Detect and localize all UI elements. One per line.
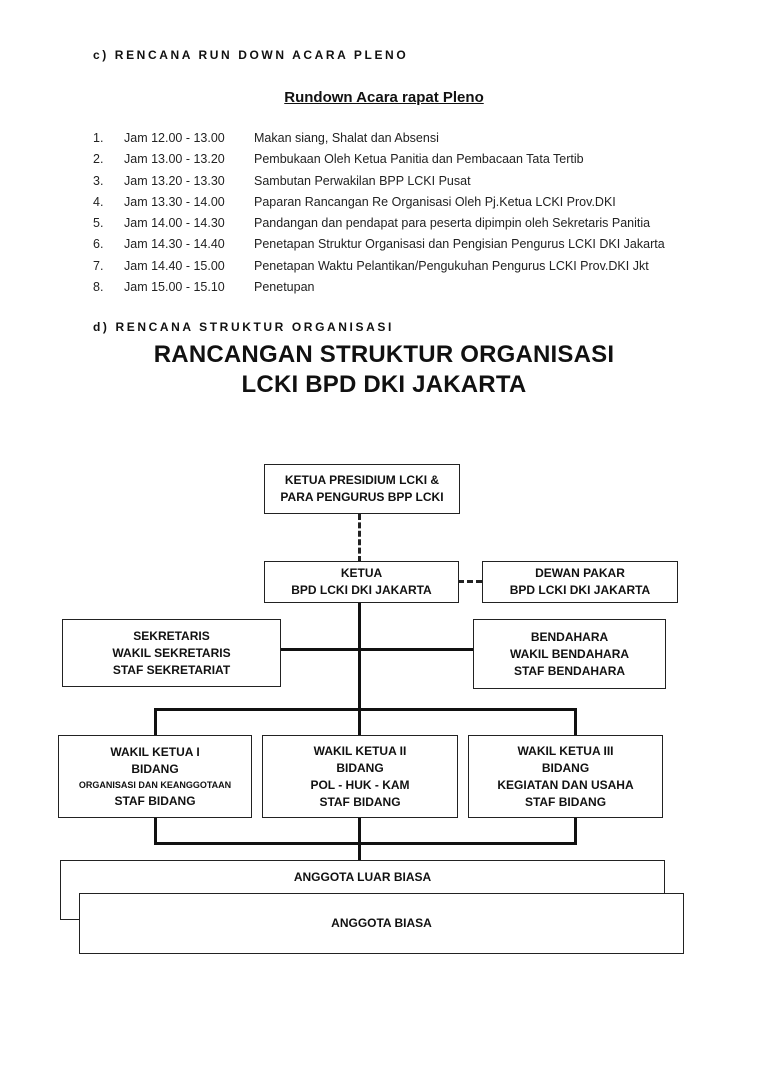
rundown-item-number: 8. [93, 280, 104, 295]
wakil-ketua-3-box: WAKIL KETUA III BIDANG KEGIATAN DAN USAH… [468, 735, 663, 818]
wakil-ketua-3-line: WAKIL KETUA III [517, 743, 614, 758]
rundown-item-time: Jam 13.00 - 13.20 [124, 152, 225, 167]
anggota-luar-biasa-label: ANGGOTA LUAR BIASA [293, 870, 432, 884]
main-vertical-connector [358, 602, 361, 862]
rundown-item: 7. Jam 14.40 - 15.00 Penetapan Waktu Pel… [93, 258, 733, 279]
rundown-item: 4. Jam 13.30 - 14.00 Paparan Rancangan R… [93, 194, 733, 215]
rundown-item-time: Jam 13.20 - 13.30 [124, 173, 225, 188]
rundown-title: Rundown Acara rapat Pleno [284, 89, 484, 106]
rundown-item-activity: Pandangan dan pendapat para peserta dipi… [254, 216, 651, 231]
presidium-ketua-dashed-connector [358, 514, 361, 562]
structure-section-heading: d) RENCANA STRUKTUR ORGANISASI [93, 320, 394, 334]
bendahara-box: BENDAHARA WAKIL BENDAHARA STAF BENDAHARA [473, 619, 666, 689]
wakil1-bottom-connector [154, 816, 157, 844]
wakil-ketua-1-line: ORGANISASI DAN KEANGGOTAAN [78, 779, 232, 790]
rundown-item: 6. Jam 14.30 - 14.40 Penetapan Struktur … [93, 236, 733, 257]
wakil-ketua-2-line: WAKIL KETUA II [313, 743, 407, 758]
wakil-ketua-1-box: WAKIL KETUA I BIDANG ORGANISASI DAN KEAN… [58, 735, 252, 818]
wakil-ketua-3-line: BIDANG [541, 760, 590, 775]
rundown-item-number: 1. [93, 131, 104, 145]
rundown-item-number: 2. [93, 152, 104, 167]
rundown-item-number: 3. [93, 173, 104, 188]
rundown-item-time: Jam 15.00 - 15.10 [124, 280, 225, 295]
rundown-item-time: Jam 13.30 - 14.00 [124, 194, 225, 209]
wakil1-top-connector [154, 708, 157, 737]
rundown-item-activity: Paparan Rancangan Re Organisasi Oleh Pj.… [254, 194, 616, 209]
wakil3-top-connector [574, 708, 577, 737]
rundown-item-time: Jam 12.00 - 13.00 [124, 131, 225, 145]
wakil-ketua-1-line: BIDANG [131, 761, 179, 776]
wakil-ketua-2-line: BIDANG [336, 760, 384, 775]
ketua-dewan-dashed-connector [458, 580, 482, 583]
ketua-line: BPD LCKI DKI JAKARTA [291, 583, 432, 597]
sekretaris-box: SEKRETARIS WAKIL SEKRETARIS STAF SEKRETA… [62, 619, 281, 687]
wakil-ketua-2-box: WAKIL KETUA II BIDANG POL - HUK - KAM ST… [262, 735, 458, 818]
structure-title-line1: RANCANGAN STRUKTUR ORGANISASI [153, 341, 615, 368]
dewan-pakar-line: DEWAN PAKAR [535, 566, 625, 580]
rundown-item: 2. Jam 13.00 - 13.20 Pembukaan Oleh Ketu… [93, 151, 733, 172]
wakil-ketua-1-line: WAKIL KETUA I [110, 744, 200, 759]
sekretaris-line: SEKRETARIS [133, 628, 210, 643]
rundown-item-time: Jam 14.40 - 15.00 [124, 258, 225, 273]
bendahara-line: STAF BENDAHARA [513, 663, 626, 678]
rundown-item-number: 4. [93, 194, 104, 209]
rundown-item-activity: Sambutan Perwakilan BPP LCKI Pusat [254, 173, 471, 188]
wakil-ketua-3-line: STAF BIDANG [524, 794, 607, 809]
rundown-item-activity: Penetapan Waktu Pelantikan/Pengukuhan Pe… [254, 258, 649, 273]
presidium-line: PARA PENGURUS BPP LCKI [280, 490, 444, 504]
rundown-item-number: 5. [93, 216, 104, 231]
rundown-list: 1. Jam 12.00 - 13.00 Makan siang, Shalat… [93, 130, 733, 300]
presidium-box: KETUA PRESIDIUM LCKI & PARA PENGURUS BPP… [264, 464, 460, 514]
dewan-pakar-box: DEWAN PAKAR BPD LCKI DKI JAKARTA [482, 561, 678, 603]
rundown-item: 3. Jam 13.20 - 13.30 Sambutan Perwakilan… [93, 173, 733, 194]
rundown-item: 5. Jam 14.00 - 14.30 Pandangan dan penda… [93, 215, 733, 236]
rundown-item-activity: Makan siang, Shalat dan Absensi [254, 131, 439, 145]
anggota-biasa-label: ANGGOTA BIASA [331, 916, 432, 930]
bendahara-line: WAKIL BENDAHARA [509, 646, 630, 661]
sekretaris-line: WAKIL SEKRETARIS [112, 645, 231, 660]
structure-title-line2: LCKI BPD DKI JAKARTA [241, 371, 527, 398]
sekretaris-line: STAF SEKRETARIAT [112, 662, 231, 677]
rundown-item-activity: Penetupan [254, 280, 315, 295]
ketua-box: KETUA BPD LCKI DKI JAKARTA [264, 561, 459, 603]
rundown-item-time: Jam 14.00 - 14.30 [124, 216, 225, 231]
rundown-item-activity: Penetapan Struktur Organisasi dan Pengis… [254, 237, 665, 252]
rundown-item-number: 7. [93, 258, 104, 273]
wakil-bottom-horizontal-connector [154, 842, 577, 845]
bendahara-line: BENDAHARA [530, 629, 609, 644]
rundown-section-heading: c) RENCANA RUN DOWN ACARA PLENO [93, 48, 409, 62]
dewan-pakar-line: BPD LCKI DKI JAKARTA [509, 583, 651, 597]
rundown-item-number: 6. [93, 237, 104, 252]
wakil-ketua-2-line: STAF BIDANG [319, 794, 401, 809]
rundown-item-activity: Pembukaan Oleh Ketua Panitia dan Pembaca… [254, 152, 584, 167]
wakil-ketua-1-line: STAF BIDANG [114, 793, 196, 808]
rundown-item: 1. Jam 12.00 - 13.00 Makan siang, Shalat… [93, 130, 733, 151]
rundown-item: 8. Jam 15.00 - 15.10 Penetupan [93, 279, 733, 300]
wakil-top-horizontal-connector [154, 708, 576, 711]
wakil3-bottom-connector [574, 816, 577, 844]
sekretaris-bendahara-connector [121, 648, 474, 651]
anggota-biasa-box: ANGGOTA BIASA [79, 893, 684, 954]
wakil-ketua-2-line: POL - HUK - KAM [310, 777, 410, 792]
wakil-ketua-3-line: KEGIATAN DAN USAHA [497, 777, 634, 792]
presidium-line: KETUA PRESIDIUM LCKI & [284, 473, 440, 487]
ketua-line: KETUA [340, 566, 383, 580]
rundown-item-time: Jam 14.30 - 14.40 [124, 237, 225, 252]
